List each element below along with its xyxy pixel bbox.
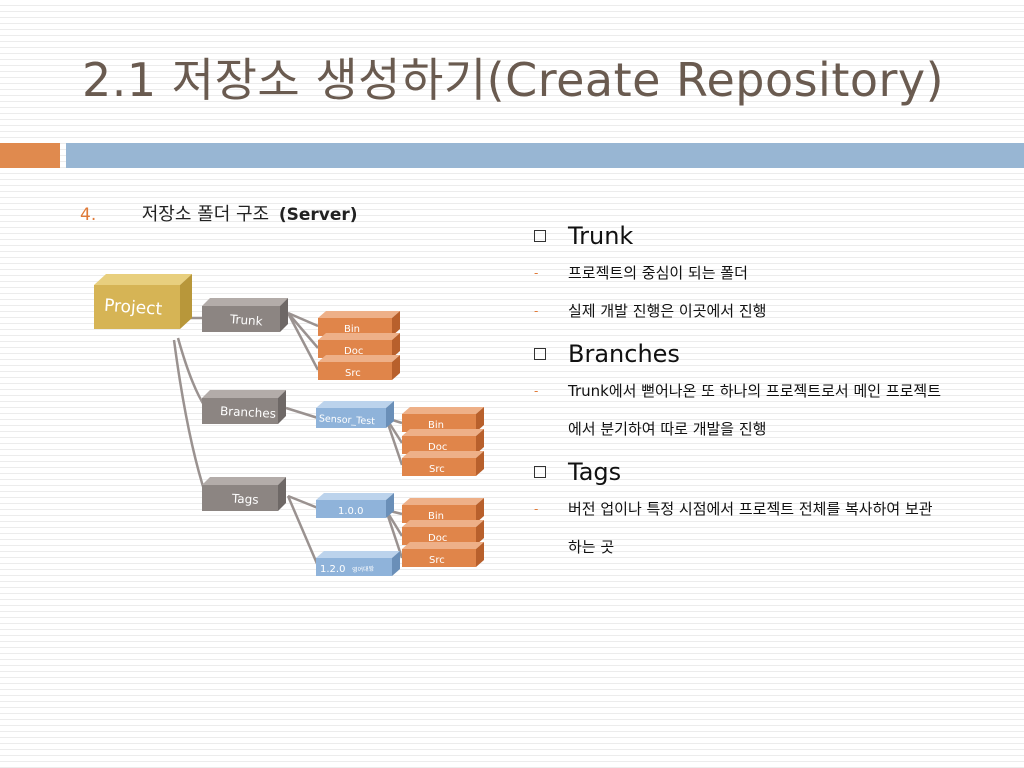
trunk-src-folder: Src (318, 355, 400, 380)
slide-title: 2.1 저장소 생성하기(Create Repository) (82, 53, 945, 107)
branches-src-folder: Src (402, 451, 484, 476)
diagram-connectors (172, 311, 404, 567)
bullet-square-icon (534, 348, 546, 360)
dash-bullet-icon: - (534, 384, 539, 398)
dash-bullet-icon: - (534, 502, 539, 516)
trunk-folder: Trunk (202, 298, 288, 332)
item-line: 프로젝트의 중심이 되는 폴더 (568, 264, 748, 282)
list-item-tags: Tags -버전 업이나 특정 시점에서 프로젝트 전체를 복사하여 보관 -하… (532, 454, 1002, 566)
version-1-0-0-label: 1.0.0 (338, 506, 363, 517)
version-1-2-0-folder: 1.2.0 영어대왕 (316, 551, 400, 576)
description-list: Trunk - 프로젝트의 중심이 되는 폴더 - 실제 개발 진행은 이곳에서 진… (532, 218, 1002, 572)
trunk-children: Bin Doc Src (318, 311, 400, 380)
tags-folder: Tags (202, 477, 286, 511)
section-number: 4. (80, 205, 97, 225)
item-line: Trunk에서 뻗어나온 또 하나의 프로젝트로서 메인 프로젝트 (568, 382, 942, 400)
folder-structure-diagram: Project Trunk Bin Doc Src (94, 274, 484, 576)
version-1-2-0-label: 1.2.0 (320, 564, 345, 575)
tags-children: Bin Doc Src (402, 498, 484, 567)
trunk-src-label: Src (345, 368, 361, 379)
tags-src-label: Src (429, 555, 445, 566)
section-heading-server: (Server) (278, 205, 358, 225)
accent-band-orange (0, 143, 60, 168)
trunk-doc-label: Doc (344, 346, 363, 357)
project-label: Project (103, 296, 163, 320)
dash-bullet-icon: - (534, 266, 539, 280)
trunk-label: Trunk (229, 312, 264, 328)
sensor-test-label: Sensor_Test (319, 413, 376, 427)
item-line: 하는 곳 (568, 538, 615, 556)
trunk-bin-folder: Bin (318, 311, 400, 336)
section-heading: 4. 저장소 폴더 구조 (Server) (80, 200, 358, 226)
version-1-0-0-folder: 1.0.0 (316, 493, 394, 518)
item-heading: Tags (568, 458, 622, 486)
sensor-test-folder: Sensor_Test (316, 401, 394, 428)
trunk-doc-folder: Doc (318, 333, 400, 358)
tags-doc-folder: Doc (402, 520, 484, 545)
branches-src-label: Src (429, 464, 445, 475)
section-heading-text: 저장소 폴더 구조 (141, 204, 270, 225)
item-heading: Trunk (568, 222, 634, 250)
list-item-trunk: Trunk - 프로젝트의 중심이 되는 폴더 - 실제 개발 진행은 이곳에서 진… (532, 218, 1002, 330)
item-line: 실제 개발 진행은 이곳에서 진행 (568, 302, 767, 320)
bullet-square-icon (534, 230, 546, 242)
branches-children: Bin Doc Src (402, 407, 484, 476)
tags-label: Tags (231, 491, 259, 506)
branches-folder: Branches (202, 390, 286, 424)
branches-label: Branches (220, 404, 277, 421)
branches-bin-label: Bin (428, 420, 444, 431)
tags-doc-label: Doc (428, 533, 447, 544)
project-folder: Project (94, 274, 192, 329)
accent-band-blue (66, 143, 1024, 168)
list-item-branches: Branches - Trunk에서 뻗어나온 또 하나의 프로젝트로서 메인 프… (532, 336, 1002, 448)
dash-bullet-icon: - (534, 304, 539, 318)
item-line: 버전 업이나 특정 시점에서 프로젝트 전체를 복사하여 보관 (568, 500, 933, 518)
version-note-label: 영어대왕 (352, 564, 375, 574)
bullet-square-icon (534, 466, 546, 478)
branches-doc-folder: Doc (402, 429, 484, 454)
branches-bin-folder: Bin (402, 407, 484, 432)
item-heading: Branches (568, 340, 680, 368)
item-line: 에서 분기하여 따로 개발을 진행 (568, 420, 767, 438)
branches-doc-label: Doc (428, 442, 447, 453)
tags-bin-folder: Bin (402, 498, 484, 523)
tags-bin-label: Bin (428, 511, 444, 522)
tags-src-folder: Src (402, 542, 484, 567)
trunk-bin-label: Bin (344, 324, 360, 335)
